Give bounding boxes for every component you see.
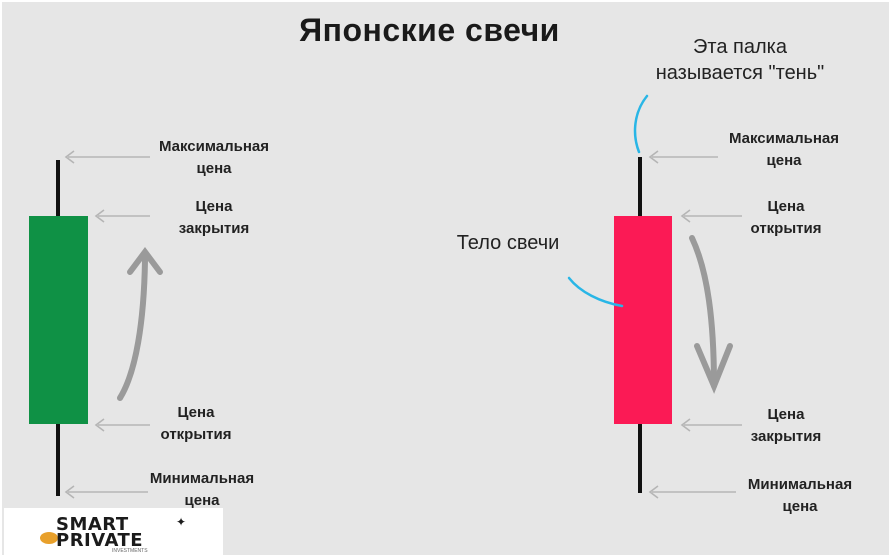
logo-tagline: INVESTMENTS	[112, 548, 148, 554]
pointer-arrows	[64, 150, 742, 499]
callout-strokes	[567, 94, 649, 308]
bullish-close-label: Цена закрытия	[178, 198, 250, 237]
bearish-open-label: Цена открытия	[750, 198, 822, 237]
sparkle-icon: ✦	[176, 515, 187, 529]
diagram-title: Японские свечи	[299, 12, 560, 48]
bearish-min-label: Минимальная цена	[747, 476, 853, 515]
bearish-candle-body	[614, 216, 672, 424]
shadow-note: Эта палка называется "тень"	[655, 36, 825, 84]
direction-arrows	[117, 235, 733, 401]
smart-private-logo: SMART PRIVATE ✦ INVESTMENTS	[4, 508, 223, 555]
body-callout	[567, 276, 624, 308]
shadow-callout	[633, 94, 649, 154]
bullish-candle-body	[29, 216, 88, 424]
bearish-down-arrow	[689, 235, 717, 389]
bullish-up-arrow	[117, 257, 148, 401]
bullish-open-label: Цена открытия	[160, 404, 232, 443]
bearish-close-label: Цена закрытия	[750, 406, 822, 445]
bearish-max-label: Максимальная цена	[728, 130, 840, 169]
bullish-min-label: Минимальная цена	[149, 470, 255, 509]
coin-icon	[40, 532, 58, 544]
body-note: Тело свечи	[456, 232, 560, 254]
logo-line1: SMART	[56, 514, 129, 535]
logo-line2: PRIVATE	[56, 530, 144, 551]
bullish-max-label: Максимальная цена	[158, 138, 270, 177]
